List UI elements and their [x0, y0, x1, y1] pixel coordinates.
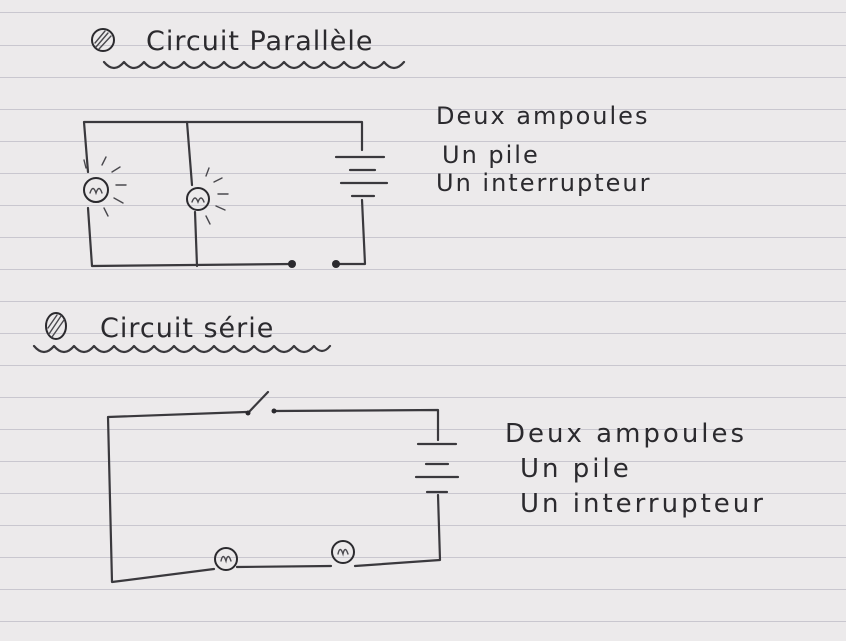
parallel-bulb-2-icon — [186, 167, 229, 225]
parallel-item-switch: Un interrupteur — [436, 169, 651, 197]
series-heading: 2 Circuit série — [32, 312, 332, 354]
series-item-switch: Un interrupteur — [520, 489, 766, 519]
series-item-bulbs: Deux ampoules — [505, 419, 747, 449]
parallel-switch-contact-left — [288, 260, 296, 268]
parallel-title: Circuit Parallèle — [146, 26, 373, 57]
parallel-battery-symbol — [334, 155, 389, 198]
parallel-item-battery: Un pile — [442, 141, 540, 169]
series-components-list: Deux ampoules Un pile Un interrupteur — [505, 419, 766, 519]
badge-hatch-2 — [47, 314, 65, 338]
badge-hatch-1 — [94, 30, 112, 50]
parallel-switch-contact-right — [332, 260, 340, 268]
parallel-circuit — [82, 120, 389, 268]
series-battery-symbol — [414, 442, 460, 494]
parallel-outer-wire — [82, 120, 367, 268]
series-bulb-1-icon — [214, 547, 238, 571]
series-circuit — [106, 390, 460, 584]
section-number-badge-1 — [91, 28, 115, 52]
section-number-badge-2 — [45, 312, 67, 340]
series-title-squiggle — [32, 344, 332, 354]
series-title: Circuit série — [100, 313, 274, 344]
series-item-battery: Un pile — [520, 454, 632, 484]
parallel-middle-branch — [185, 120, 199, 268]
parallel-title-squiggle — [102, 60, 406, 70]
parallel-bulb-1-icon — [83, 156, 127, 217]
series-loop-wire — [106, 408, 442, 584]
series-switch-symbol — [245, 390, 277, 416]
parallel-heading: 1 Circuit Parallèle — [91, 26, 406, 70]
parallel-components-list: Deux ampoules Un pile Un interrupteur — [436, 102, 651, 197]
parallel-item-bulbs: Deux ampoules — [436, 102, 649, 130]
series-bulb-2-icon — [331, 540, 355, 564]
